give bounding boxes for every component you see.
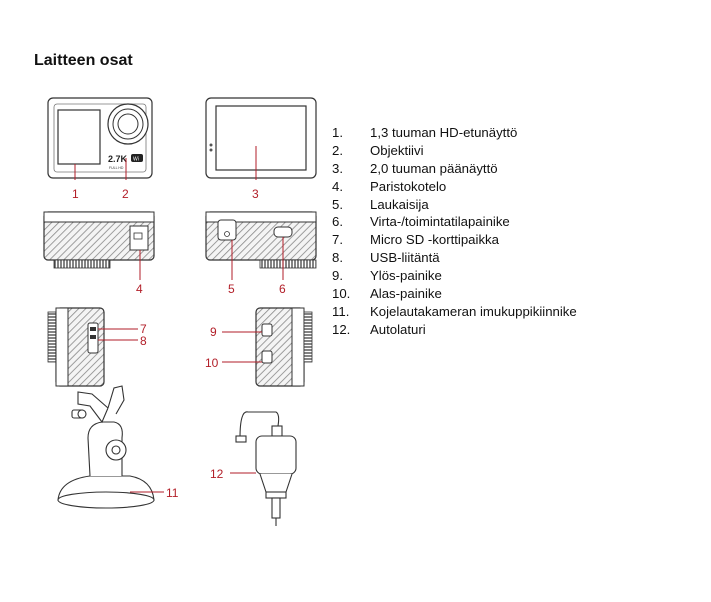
callout-9: 9 <box>210 325 217 339</box>
list-item-label: Laukaisija <box>370 196 429 212</box>
device-parts-diagram: 2.7K FULL HD Wi 1 2 3 4 5 6 <box>43 97 317 526</box>
list-item: 3. 2,0 tuuman päänäyttö <box>332 160 577 178</box>
suction-cup-mount: 11 <box>57 385 179 509</box>
down-button <box>261 350 273 364</box>
list-item-label: USB-liitäntä <box>370 250 440 266</box>
camera-left-side-view: 7 8 <box>47 307 147 387</box>
car-charger: 12 <box>210 411 297 526</box>
list-item-number: 5. <box>332 196 343 212</box>
callout-3: 3 <box>252 187 259 201</box>
list-item-label: Ylös-painike <box>370 268 442 284</box>
camera-bottom-view: 4 <box>43 211 155 296</box>
callout-2: 2 <box>122 187 129 201</box>
list-item-label: Autolaturi <box>370 321 426 337</box>
list-item-number: 10. <box>332 286 351 302</box>
list-item-number: 1. <box>332 125 343 140</box>
list-item-label: Alas-painike <box>370 286 442 302</box>
list-item-label: Kojelautakameran imukuppikiinnike <box>370 303 577 319</box>
parts-list: 1. 1,3 tuuman HD-etunäyttö 2. Objektiivi 3… <box>332 124 577 339</box>
callout-6: 6 <box>279 282 286 296</box>
resolution-text: 2.7K <box>108 154 128 164</box>
up-button <box>261 323 273 337</box>
callout-10: 10 <box>205 356 219 370</box>
list-item-number: 9. <box>332 268 343 284</box>
list-item: 1. 1,3 tuuman HD-etunäyttö <box>332 124 577 142</box>
list-item-number: 6. <box>332 214 343 230</box>
list-item-label: 1,3 tuuman HD-etunäyttö <box>370 125 518 140</box>
list-item: 5. Laukaisija <box>332 196 577 214</box>
page-title: Laitteen osat <box>34 52 133 69</box>
list-item: 7. Micro SD -korttipaikka <box>332 231 577 249</box>
list-item-number: 11. <box>332 303 350 319</box>
list-item-number: 2. <box>332 142 343 158</box>
list-item-label: Objektiivi <box>370 142 424 158</box>
list-item-number: 4. <box>332 178 343 194</box>
callout-4: 4 <box>136 282 143 296</box>
list-item: 4. Paristokotelo <box>332 178 577 196</box>
list-item-label: Paristokotelo <box>370 178 447 194</box>
list-item: 12. Autolaturi <box>332 321 577 339</box>
wifi-badge-text: Wi <box>133 157 139 163</box>
callout-11: 11 <box>166 486 179 500</box>
front-screen <box>57 109 101 165</box>
camera-front-view: 2.7K FULL HD Wi 1 2 <box>47 97 153 201</box>
main-screen <box>215 105 307 171</box>
full-hd-text: FULL HD <box>109 166 124 170</box>
list-item-label: 2,0 tuuman päänäyttö <box>370 160 498 176</box>
list-item: 11. Kojelautakameran imukuppikiinnike <box>332 303 577 321</box>
list-item-number: 8. <box>332 250 343 266</box>
list-item: 10. Alas-painike <box>332 285 577 303</box>
callout-5: 5 <box>228 282 235 296</box>
list-item: 8. USB-liitäntä <box>332 249 577 267</box>
callout-7: 7 <box>140 322 147 336</box>
shutter-button <box>217 219 237 241</box>
camera-right-side-view: 9 10 <box>205 307 313 387</box>
list-item: 9. Ylös-painike <box>332 267 577 285</box>
power-mode-button <box>273 226 293 238</box>
camera-back-view: 3 <box>205 97 317 201</box>
list-item-number: 7. <box>332 232 343 248</box>
list-item-label: Virta-/toimintatilapainike <box>370 214 510 230</box>
list-item-label: Micro SD -korttipaikka <box>370 232 499 248</box>
callout-12: 12 <box>210 467 224 481</box>
list-item-number: 12. <box>332 321 351 337</box>
callout-1: 1 <box>72 187 79 201</box>
list-item: 6. Virta-/toimintatilapainike <box>332 213 577 231</box>
callout-8: 8 <box>140 334 147 348</box>
list-item: 2. Objektiivi <box>332 142 577 160</box>
camera-top-view: 5 6 <box>205 211 317 296</box>
list-item-number: 3. <box>332 160 343 176</box>
